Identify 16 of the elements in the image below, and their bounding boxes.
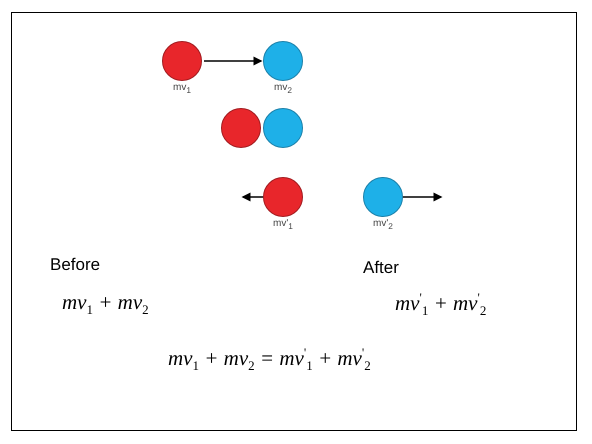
heading-label: After: [363, 258, 399, 278]
momentum-label: mv'$_{1}$: [273, 218, 293, 231]
momentum-label: mv'$_{2}$: [373, 218, 393, 231]
momentum-label: mv$_{1}$: [173, 82, 191, 95]
heading-label: Before: [50, 255, 100, 275]
ball: [162, 41, 202, 81]
ball: [363, 177, 403, 217]
arrow: [204, 56, 262, 66]
arrow: [403, 192, 442, 202]
ball: [263, 41, 303, 81]
momentum-label: mv$_{2}$: [274, 82, 292, 95]
momentum-equation: mv$_{1}$ + mv$_{2}$: [62, 290, 149, 318]
ball: [221, 108, 261, 148]
ball: [263, 108, 303, 148]
arrow: [242, 192, 263, 202]
ball: [263, 177, 303, 217]
